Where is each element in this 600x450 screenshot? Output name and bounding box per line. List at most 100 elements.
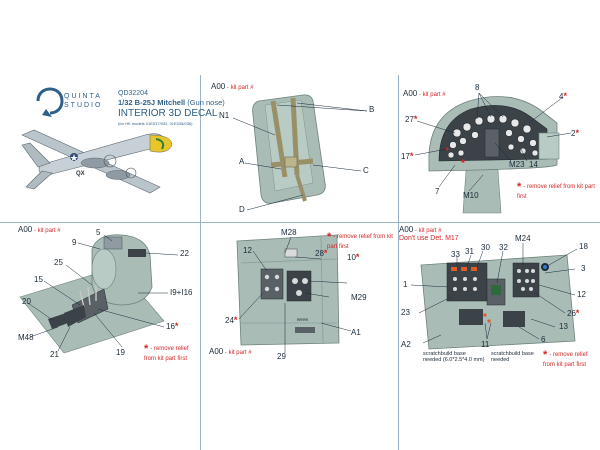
product-title: 1/32 B-25J Mitchell (Gun nose) — [118, 99, 225, 107]
brand-name-line2: STUDIO — [64, 102, 103, 109]
dash-panel: A00 - kit part # — [399, 75, 600, 222]
dash-label-17-text: 17 — [401, 152, 410, 161]
dash-label-7: 7 — [435, 187, 440, 196]
bulkhead-relief-note: *- remove relief from kit part first — [543, 349, 599, 369]
dash-label-17: 17* — [401, 152, 413, 161]
relief-star: * — [174, 321, 179, 331]
pedestal-label-i9: I9+I16 — [170, 288, 193, 297]
bulkhead-label-31: 31 — [465, 247, 474, 256]
seat-panel-header: A00 - kit part # — [211, 82, 254, 91]
pedestal-label-16-text: 16 — [166, 322, 175, 331]
wall-label-24: 24* — [225, 316, 237, 325]
bulkhead-label-13: 13 — [559, 322, 568, 331]
bulkhead-label-3: 3 — [581, 264, 586, 273]
bulkhead-label-18: 18 — [579, 242, 588, 251]
relief-asterisk-icon: * — [543, 349, 548, 361]
wall-label-29: 29 — [277, 352, 286, 361]
pedestal-part-note: - kit part # — [32, 228, 61, 234]
pedestal-relief-note-text: - remove relief from kit part first — [144, 346, 189, 362]
dash-part-ref: A00 — [403, 89, 418, 98]
relief-asterisk-icon: * — [517, 181, 522, 193]
wall-label-28: 28* — [315, 249, 327, 258]
dash-illustration — [414, 92, 572, 214]
wall-label-10-text: 10 — [347, 253, 356, 262]
bulkhead-illustration — [410, 243, 578, 350]
wall-part-note: - kit part # — [223, 350, 252, 356]
wall-part-ref: A00 — [209, 347, 224, 356]
seat-label-d: D — [239, 205, 245, 214]
bulkhead-label-1: 1 — [403, 280, 408, 289]
seat-panel: A00 - kit part # N1 B A C D — [201, 75, 398, 222]
relief-star: * — [575, 128, 579, 138]
pedestal-label-22: 22 — [180, 249, 189, 258]
wall-relief-note: *- remove relief from kit part first — [327, 231, 395, 251]
pedestal-label-20: 20 — [22, 297, 31, 306]
product-variant: (Gun nose) — [187, 98, 225, 107]
dash-label-27: 27* — [405, 115, 417, 124]
pedestal-label-16: 16* — [166, 322, 178, 331]
bulkhead-part-ref: A00 — [399, 225, 414, 234]
pedestal-label-19: 19 — [116, 348, 125, 357]
bulkhead-label-26-text: 26 — [567, 309, 576, 318]
dash-part-note: - kit part # — [417, 92, 446, 98]
dash-label-2: 2* — [571, 129, 579, 138]
bulkhead-label-32: 32 — [499, 243, 508, 252]
bulkhead-label-23: 23 — [401, 308, 410, 317]
wall-label-m28: M28 — [281, 228, 297, 237]
bulkhead-label-26: 26* — [567, 309, 579, 318]
aircraft-nose-code: QX — [76, 171, 85, 177]
relief-asterisk-icon: * — [144, 343, 149, 355]
wall-stencil: ᴿᴿᴿᴿᴿ — [297, 318, 309, 324]
product-title-text: 1/32 B-25J Mitchell — [118, 98, 186, 107]
seat-label-a: A — [239, 157, 245, 166]
pedestal-panel: A00 - kit part # — [0, 223, 200, 450]
pedestal-panel-header: A00 - kit part # — [18, 225, 61, 234]
bulkhead-relief-note-text: - remove relief from kit part first — [543, 352, 588, 368]
seat-label-n1: N1 — [219, 111, 230, 120]
relief-star: * — [575, 308, 580, 318]
dash-label-2-text: 2 — [571, 129, 576, 138]
relief-asterisk-icon: * — [327, 231, 332, 243]
grid-divider-h — [0, 222, 600, 223]
wall-label-10: 10* — [347, 253, 359, 262]
pedestal-part-ref: A00 — [18, 225, 33, 234]
pedestal-label-9: 9 — [72, 238, 77, 247]
product-compat: (for HK models 01E037/032, 01E035/036) — [118, 121, 193, 126]
relief-star: * — [323, 248, 328, 258]
dash-label-4-text: 4 — [559, 92, 564, 101]
bulkhead-warning: Don't use Det. M17 — [399, 235, 459, 242]
relief-star: * — [563, 91, 567, 101]
dash-label-14: 14 — [529, 160, 538, 169]
wall-label-m29: M29 — [351, 293, 367, 302]
dash-label-27-text: 27 — [405, 115, 414, 124]
product-type: INTERIOR 3D DECAL — [118, 108, 218, 119]
dash-panel-header: A00 - kit part # — [403, 89, 446, 98]
bulkhead-label-11: 11 — [481, 340, 490, 349]
product-panel: QUINTA STUDIO QD32204 1/32 B-25J Mitchel… — [0, 75, 225, 222]
dash-label-m10: M10 — [463, 191, 479, 200]
bulkhead-label-33: 33 — [451, 250, 460, 259]
bulkhead-label-6: 6 — [541, 335, 546, 344]
pedestal-label-m48: M48 — [18, 333, 34, 342]
seat-part-note: - kit part # — [225, 85, 254, 91]
quinta-logo — [36, 87, 64, 117]
wall-label-28-text: 28 — [315, 249, 324, 258]
wall-panel-header: A00 - kit part # — [209, 347, 252, 356]
grid-divider-v1 — [200, 75, 201, 450]
bulkhead-part-note: - kit part # — [413, 228, 442, 234]
dash-relief-note-text: - remove relief from kit part first — [517, 184, 595, 200]
relief-star: * — [413, 114, 418, 124]
relief-star: * — [355, 252, 360, 262]
wall-illustration — [236, 234, 352, 353]
pedestal-illustration — [19, 234, 179, 354]
grid-divider-v2 — [398, 75, 399, 450]
wall-relief-note-text: - remove relief from kit part first — [327, 234, 393, 250]
aircraft-illustration — [21, 129, 173, 194]
pedestal-label-25: 25 — [54, 258, 63, 267]
bulkhead-label-a2: A2 — [401, 340, 411, 349]
bulkhead-label-30: 30 — [481, 243, 490, 252]
relief-star: * — [409, 151, 414, 161]
product-code: QD32204 — [118, 90, 148, 97]
bulkhead-label-12: 12 — [577, 290, 586, 299]
